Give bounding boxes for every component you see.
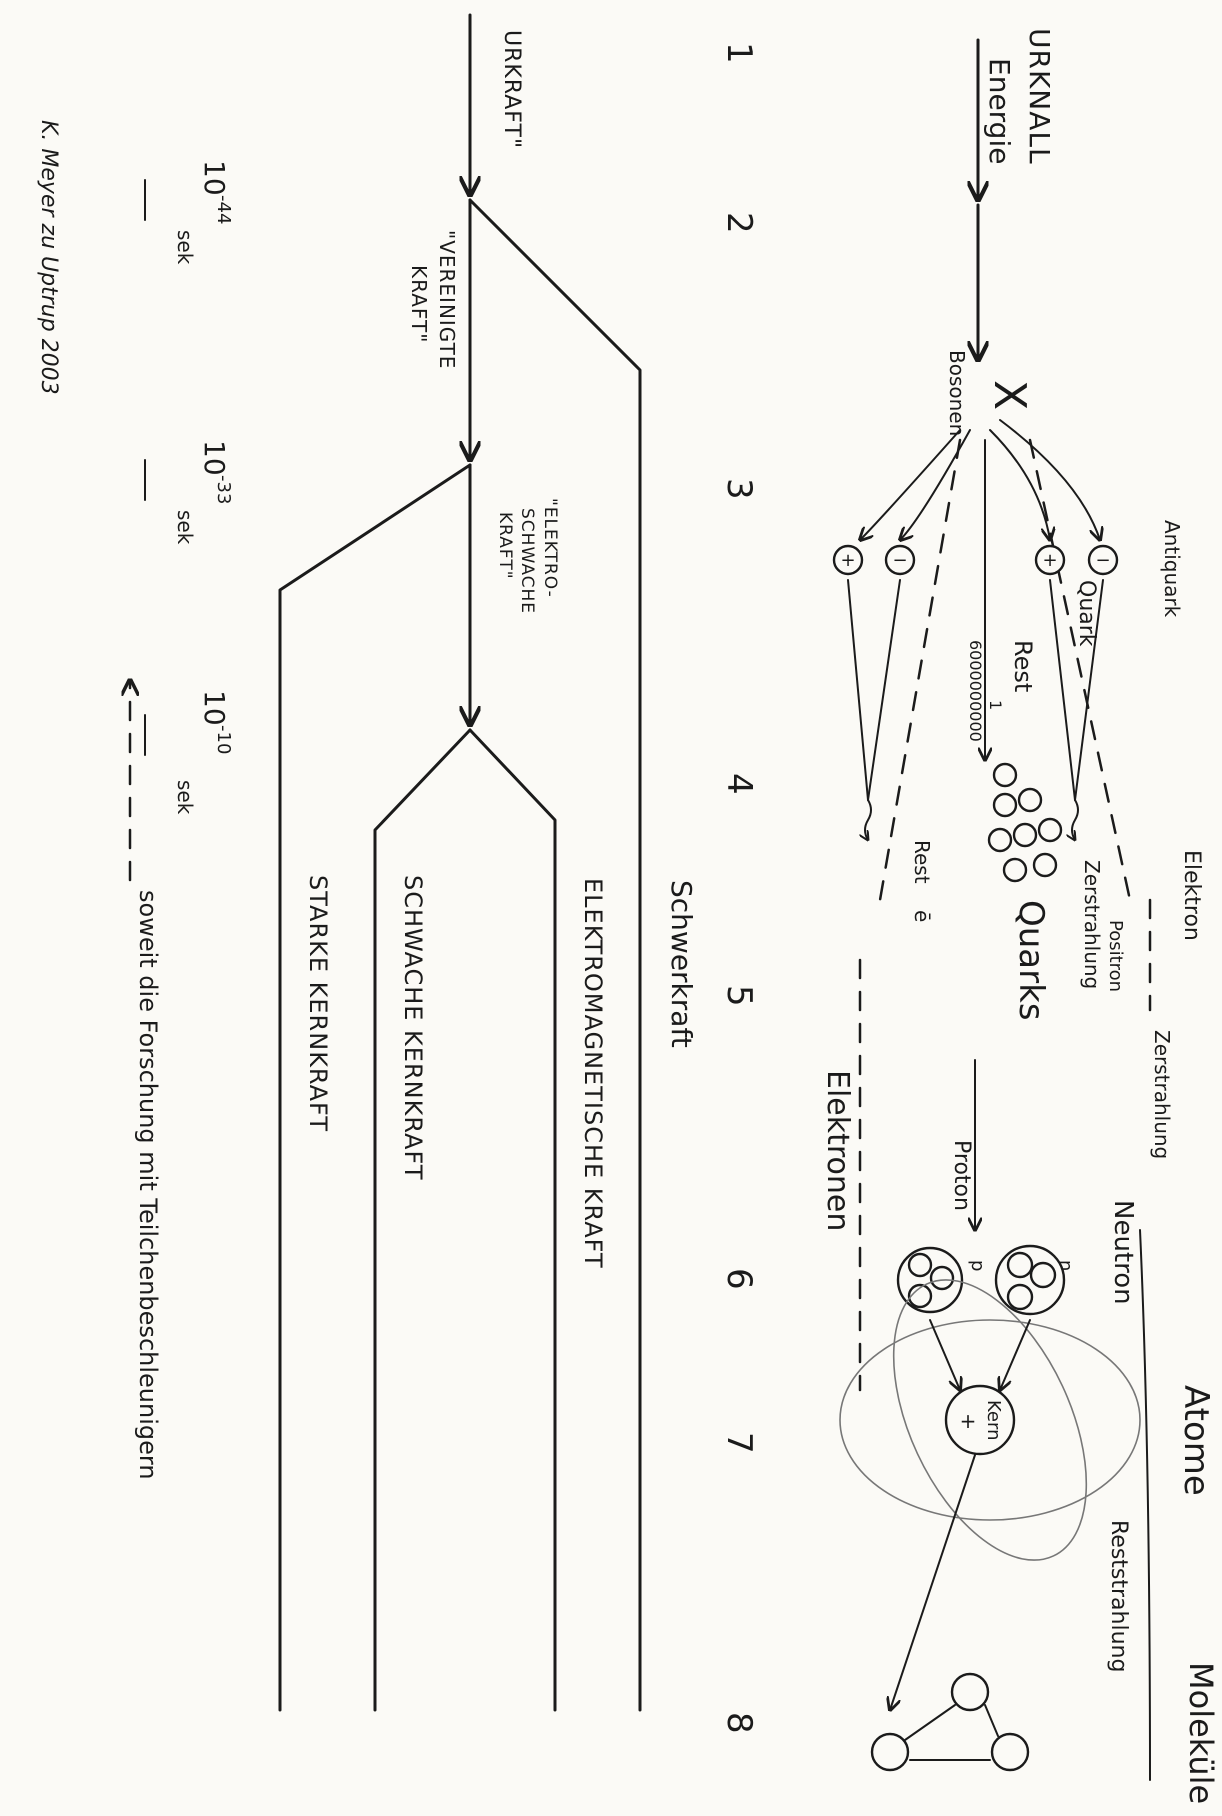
kern-label: Kern <box>983 1400 1004 1440</box>
elektro-schwache: SCHWACHE <box>517 508 537 614</box>
p-symbol: p <box>967 1260 988 1271</box>
quark-down <box>1050 580 1075 800</box>
energie-label: Energie <box>983 58 1016 164</box>
reststrahlung-line <box>1140 1230 1150 1780</box>
time-scale: 10 -44 sek 10 -33 sek 10 -10 sek soweit … <box>130 160 234 1480</box>
molecule-drawing <box>872 1674 1028 1770</box>
zerstrahlung-2: Zerstrahlung <box>1150 1030 1174 1159</box>
quark-sign: + <box>1042 550 1057 571</box>
schwache-kernkraft-label: SCHWACHE KERNKRAFT <box>399 875 427 1180</box>
ratio-bottom: 6000000000 <box>966 640 985 742</box>
neutron-label: Neutron <box>1108 1200 1138 1305</box>
bosonen-label: Bosonen <box>945 350 969 436</box>
particle-timeline: URKNALL Energie X Bosonen Antiquark − + … <box>820 28 1220 1804</box>
schwerkraft-label: Schwerkraft <box>665 880 698 1048</box>
force-timeline: URKRAFT" "VEREINIGTE KRAFT" Schwerkraft … <box>280 15 698 1710</box>
t2-unit: sek <box>173 510 197 545</box>
neutron-drawing <box>996 1246 1064 1314</box>
quark-cluster <box>989 764 1061 881</box>
elektromagnetische-label: ELEKTROMAGNETISCHE KRAFT <box>579 878 607 1269</box>
proton-label: Proton <box>949 1140 974 1211</box>
stage-3: 3 <box>719 478 759 500</box>
stage-8: 8 <box>719 1712 759 1734</box>
starke-kernkraft-label: STARKE KERNKRAFT <box>304 875 332 1132</box>
elektronen-label: Elektronen <box>820 1070 855 1231</box>
t3-unit: sek <box>173 780 197 815</box>
zerstrahlung-wave-2 <box>865 800 871 840</box>
stage-5: 5 <box>719 985 759 1007</box>
ratio-top: 1 <box>986 700 1005 710</box>
rest-e-label: Rest <box>910 840 934 884</box>
rest-e-symbol: ē <box>910 910 934 922</box>
anti-plus-sign: + <box>840 550 855 571</box>
vereinigte-kraft: KRAFT" <box>407 265 431 343</box>
positron-label: Positron <box>1105 920 1126 992</box>
x-to-anti-plus <box>860 430 960 540</box>
reststrahlung-label: Reststrahlung <box>1106 1520 1131 1672</box>
zerstrahlung-wave-1 <box>1072 800 1078 840</box>
elektron-label: Elektron <box>1179 850 1204 941</box>
x-to-antiquark <box>1000 420 1100 540</box>
vereinigte-label: "VEREINIGTE <box>435 230 459 369</box>
t2-exp: -33 <box>213 475 234 504</box>
research-label: soweit die Forschung mit Teilchenbeschle… <box>134 890 162 1480</box>
stage-7: 7 <box>719 1432 759 1454</box>
em-branch <box>470 730 555 1710</box>
antiplus-down <box>848 580 868 800</box>
t3-exp: -10 <box>213 725 234 754</box>
anti-minus-sign: − <box>892 550 907 571</box>
rest-label: Rest <box>1009 640 1037 692</box>
t1-unit: sek <box>173 230 197 265</box>
stage-numbers: 1 2 3 4 5 6 7 8 <box>719 42 759 1734</box>
stage-2: 2 <box>719 212 759 234</box>
molekuele-label: Moleküle <box>1182 1662 1220 1804</box>
t1-value: 10 <box>198 160 231 196</box>
kern-to-molecule <box>890 1455 975 1710</box>
urknall-label: URKNALL <box>1023 28 1056 165</box>
neutron-to-kern <box>1000 1320 1030 1390</box>
zerstrahlung-1: Zerstrahlung <box>1080 860 1104 989</box>
stage-6: 6 <box>719 1268 759 1290</box>
dash-2 <box>880 440 960 900</box>
x-boson-symbol: X <box>984 380 1035 410</box>
stage-1: 1 <box>719 42 759 64</box>
antiminus-down <box>868 580 900 800</box>
antiquark-sign: − <box>1095 550 1110 571</box>
urkraft-label: URKRAFT" <box>499 30 524 149</box>
elektro-label: "ELEKTRO- <box>540 498 560 598</box>
t2-value: 10 <box>198 440 231 476</box>
elektro-kraft: KRAFT" <box>495 512 515 580</box>
t1-exp: -44 <box>213 195 234 224</box>
proton-to-kern <box>930 1320 960 1390</box>
t3-value: 10 <box>198 690 231 726</box>
kern-plus: + <box>960 1409 977 1433</box>
signature: K. Meyer zu Uptrup 2003 <box>36 120 61 395</box>
atome-label: Atome <box>1176 1385 1216 1496</box>
quarks-label: Quarks <box>1011 900 1051 1021</box>
stage-4: 4 <box>719 773 759 795</box>
antiquark-label: Antiquark <box>1160 520 1184 618</box>
